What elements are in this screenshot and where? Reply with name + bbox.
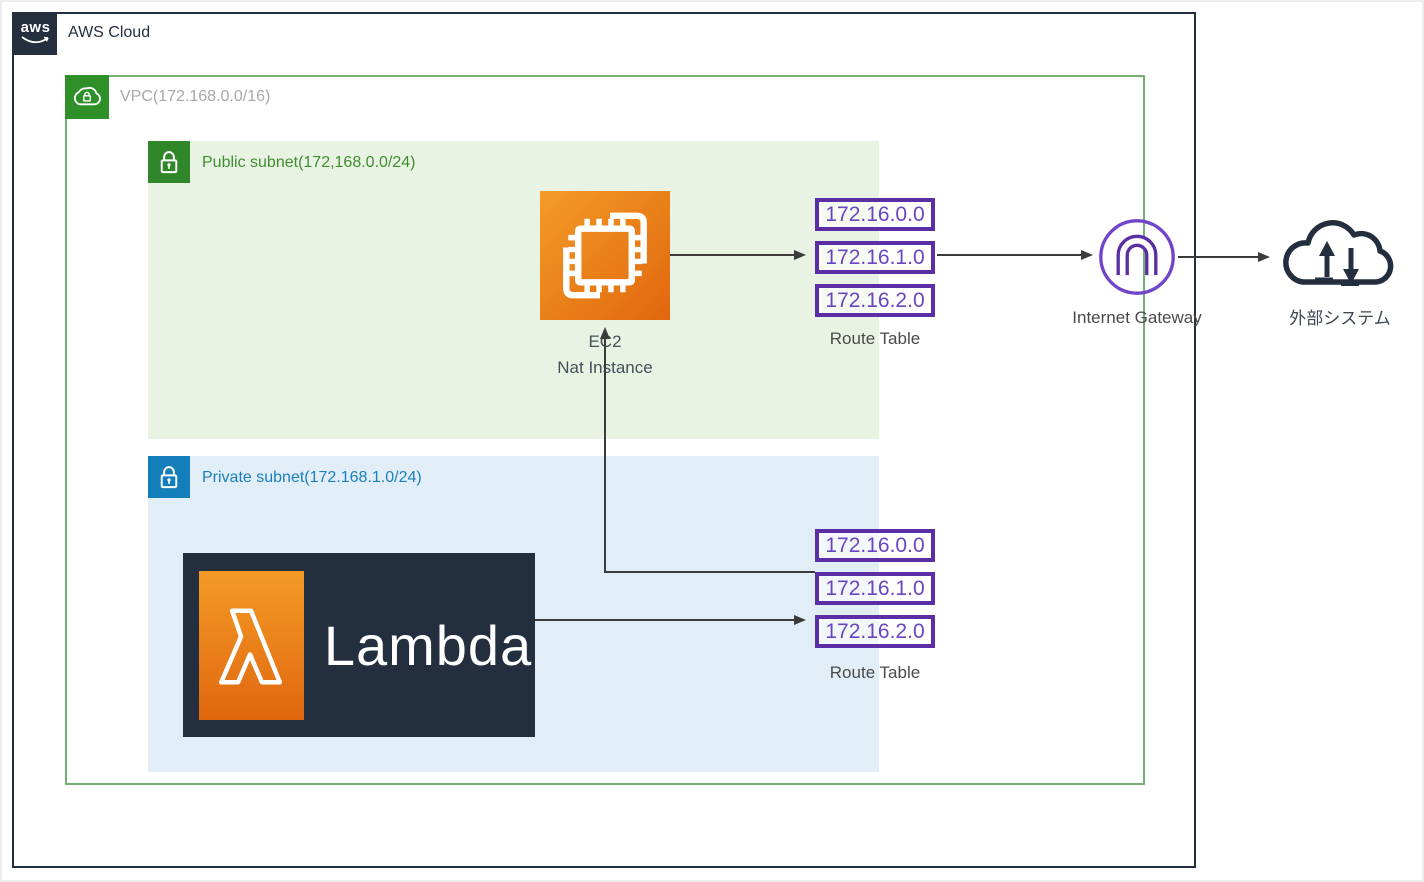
vpc-label: VPC(172.168.0.0/16): [120, 88, 271, 105]
route-entry: 172.16.0.0: [815, 198, 935, 231]
lambda-glyph: [218, 608, 283, 685]
internet-gateway-glyph: [1099, 219, 1175, 295]
aws-cloud-group-border: [12, 12, 1196, 868]
internet-gateway-icon: [1097, 217, 1177, 297]
external-system-label: 外部システム: [1289, 309, 1391, 328]
public-subnet-label: Public subnet(172,168.0.0/24): [202, 154, 416, 171]
ec2-subtitle: Nat Instance: [557, 358, 653, 377]
route-entry: 172.16.2.0: [815, 615, 935, 648]
aws-cloud-label: AWS Cloud: [68, 24, 151, 41]
public-subnet-lock-icon: [148, 141, 190, 183]
aws-smile-icon: [20, 36, 49, 44]
internet-gateway-label: Internet Gateway: [1072, 308, 1202, 327]
vpc-group-border: [65, 75, 1145, 785]
aws-logo-icon: aws: [14, 13, 57, 55]
vpc-cloud-lock-glyph: [73, 86, 101, 106]
ec2-chip-glyph: [563, 212, 647, 299]
private-route-table: 172.16.0.0 172.16.1.0 172.16.2.0: [815, 529, 935, 649]
ec2-node-label: EC2 Nat Instance: [490, 329, 720, 381]
closed-lock-glyph: [160, 466, 178, 489]
external-system-cloud-icon: [1274, 210, 1406, 302]
private-subnet-lock-icon: [148, 456, 190, 498]
aws-logo-text: aws: [20, 19, 51, 36]
route-entry: 172.16.1.0: [815, 241, 935, 274]
cloud-updown-glyph: [1283, 220, 1394, 286]
public-route-table-label: Route Table: [829, 329, 921, 348]
lambda-node: Lambda: [183, 553, 535, 737]
lambda-label: Lambda: [323, 613, 533, 677]
private-route-table-label: Route Table: [829, 663, 921, 682]
vpc-icon: [65, 75, 109, 119]
public-subnet-area: [148, 141, 879, 439]
route-entry: 172.16.1.0: [815, 572, 935, 605]
ec2-nat-instance-icon: [540, 191, 670, 320]
open-lock-glyph: [160, 151, 178, 174]
ec2-title: EC2: [588, 332, 622, 351]
route-entry: 172.16.2.0: [815, 284, 935, 317]
lambda-icon: [199, 571, 304, 720]
private-subnet-label: Private subnet(172.168.1.0/24): [202, 469, 422, 486]
route-entry: 172.16.0.0: [815, 529, 935, 562]
public-route-table: 172.16.0.0 172.16.1.0 172.16.2.0: [815, 198, 935, 318]
